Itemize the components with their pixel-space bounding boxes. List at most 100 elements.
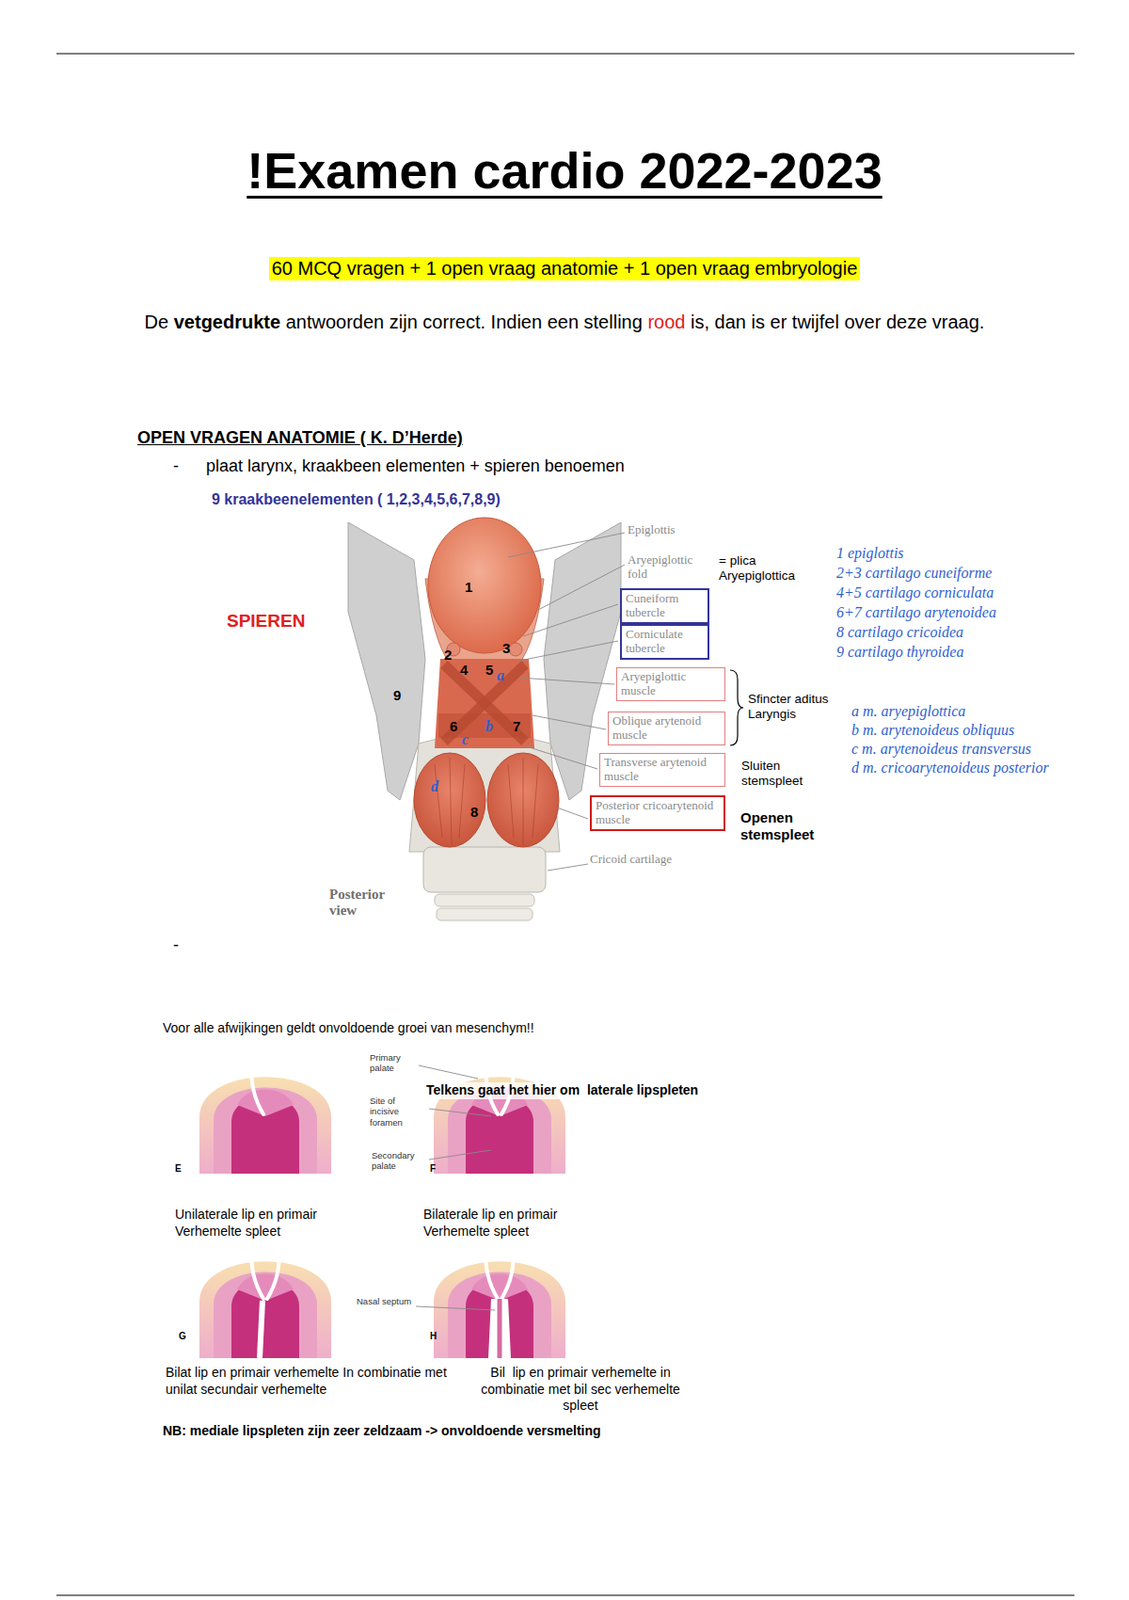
leader-line bbox=[523, 745, 598, 769]
illustration-part bbox=[259, 1300, 263, 1358]
leader-line bbox=[429, 1108, 492, 1116]
leader-line bbox=[532, 715, 606, 730]
callout-number: 3 bbox=[502, 639, 510, 658]
box-text: Aryepiglottic muscle bbox=[620, 669, 721, 699]
part-label: Aryepiglottic fold bbox=[627, 553, 705, 582]
illustration-part bbox=[488, 1298, 511, 1358]
bracket-note: Sluiten stemspleet bbox=[741, 758, 815, 789]
handwritten-note: 6+7 cartilago arytenoidea bbox=[836, 603, 997, 622]
box-text: Cuneiform tubercle bbox=[625, 591, 704, 621]
bullet: - bbox=[173, 455, 179, 478]
illustration-part bbox=[501, 1251, 514, 1299]
leader-line bbox=[538, 564, 625, 610]
handwritten-note: 8 cartilago cricoidea bbox=[836, 622, 964, 642]
section-heading: OPEN VRAGEN ANATOMIE ( K. D’Herde) bbox=[137, 427, 463, 449]
larynx-illustration bbox=[348, 517, 744, 921]
posterior-cricoarytenoid bbox=[487, 752, 559, 847]
leader-line bbox=[519, 640, 619, 661]
handwritten-note: b m. arytenoideus obliquus bbox=[851, 720, 1015, 740]
callout-letter: d bbox=[430, 777, 439, 796]
label-box: Transverse arytenoid muscle bbox=[599, 752, 726, 787]
paragraph-text: De bbox=[144, 311, 170, 333]
label-box: Cuneiform tubercle bbox=[620, 588, 710, 624]
callout-number: 7 bbox=[512, 717, 521, 736]
part-label: Secondary palate bbox=[371, 1149, 429, 1172]
label-box: Posterior cricoarytenoid muscle bbox=[589, 795, 726, 831]
highlight-band: 60 MCQ vragen + 1 open vraag anatomie + … bbox=[269, 256, 861, 281]
bracket-note: Sfincter aditus Laryngis bbox=[747, 691, 846, 722]
panel-caption: Bil lip en primair verhemelte in combina… bbox=[472, 1364, 689, 1415]
tubercle bbox=[508, 642, 523, 656]
box-text: Posterior cricoarytenoid muscle bbox=[595, 798, 720, 827]
arytenoid-muscles bbox=[434, 658, 535, 748]
bracket bbox=[730, 669, 744, 746]
leader-line bbox=[556, 807, 589, 819]
part-label: Primary palate bbox=[369, 1051, 427, 1074]
note-heading: SPIEREN bbox=[226, 609, 305, 633]
panel-caption: Bilat lip en primair verhemelte In combi… bbox=[165, 1364, 465, 1398]
part-label: Epiglottis bbox=[627, 523, 676, 538]
illustration-part bbox=[252, 1251, 265, 1299]
panel-letter: G bbox=[178, 1330, 187, 1343]
callout-letter: c bbox=[461, 730, 469, 749]
callout-number: 5 bbox=[485, 661, 493, 680]
cricoid-lamina bbox=[409, 733, 560, 852]
panel-letter: F bbox=[429, 1162, 436, 1176]
illustration-part bbox=[267, 1251, 280, 1299]
box-text: Transverse arytenoid muscle bbox=[604, 755, 721, 784]
callout-number: 9 bbox=[393, 686, 401, 705]
panel-letter: H bbox=[429, 1330, 437, 1343]
callout-number: 2 bbox=[444, 646, 452, 665]
part-label: Nasal septum bbox=[356, 1295, 414, 1306]
page-title-row: !Examen cardio 2022-2023 bbox=[0, 139, 1129, 204]
illustration-part bbox=[433, 1260, 566, 1358]
figure-note: Voor alle afwijkingen geldt onvoldoende … bbox=[162, 1019, 535, 1037]
oblique-arytenoid bbox=[444, 664, 525, 742]
paragraph-text: rood bbox=[647, 311, 685, 333]
box-text: Oblique arytenoid muscle bbox=[612, 714, 721, 743]
tracheal-ring bbox=[436, 907, 533, 921]
palate-g bbox=[199, 1251, 332, 1358]
leader-line bbox=[523, 604, 619, 637]
tracheal-ring bbox=[434, 893, 535, 907]
leader-line bbox=[415, 1305, 495, 1310]
leader-line bbox=[418, 1065, 478, 1079]
paragraph-text: antwoorden zijn correct. Indien een stel… bbox=[286, 311, 643, 333]
epiglottis bbox=[428, 517, 541, 653]
callout-number: 1 bbox=[464, 578, 473, 597]
panel-letter: E bbox=[174, 1162, 182, 1176]
callout-letter: b bbox=[485, 716, 493, 736]
box-text: Corniculate tubercle bbox=[625, 627, 704, 656]
bullet-text: plaat larynx, kraakbeen elementen + spie… bbox=[206, 455, 625, 478]
paragraph-text: vetgedrukte bbox=[174, 311, 281, 333]
muscle-fibres bbox=[434, 757, 465, 845]
muscle-fibres bbox=[508, 757, 539, 845]
panel-caption: Bilaterale lip en primair Verhemelte spl… bbox=[423, 1206, 612, 1240]
note-text: = plica Aryepiglottica bbox=[718, 553, 825, 584]
figure-note: NB: mediale lipspleten zijn zeer zeldzaa… bbox=[162, 1422, 602, 1440]
part-label: Site of incisive foramen bbox=[369, 1095, 427, 1128]
handwritten-note: 9 cartilago thyroidea bbox=[836, 642, 964, 662]
leader-line bbox=[429, 1149, 492, 1160]
illustration-part bbox=[199, 1076, 332, 1174]
bottom-rule bbox=[56, 1593, 1075, 1595]
note-heading: 9 kraakbeenelementen ( 1,2,3,4,5,6,7,8,9… bbox=[211, 490, 501, 509]
part-label: Cricoid cartilage bbox=[589, 852, 672, 867]
handwritten-note: d m. cricoarytenoideus posterior bbox=[851, 758, 1050, 778]
leader-line bbox=[508, 532, 625, 557]
illustration-part bbox=[199, 1260, 332, 1358]
label-box: Corniculate tubercle bbox=[620, 623, 710, 660]
handwritten-note: a m. aryepiglottica bbox=[851, 701, 966, 721]
palate-h bbox=[433, 1251, 566, 1358]
box-text: 60 MCQ vragen + 1 open vraag anatomie + … bbox=[271, 257, 859, 280]
intro-paragraph: Devetgedrukteantwoorden zijn correct. In… bbox=[141, 306, 988, 337]
label-box: Aryepiglottic muscle bbox=[616, 667, 726, 701]
handwritten-note: c m. arytenoideus transversus bbox=[851, 739, 1032, 759]
paragraph-text: is, dan is er twijfel over deze vraag. bbox=[690, 311, 985, 333]
leader-lines bbox=[415, 532, 625, 1310]
callout-number: 8 bbox=[470, 803, 478, 822]
cricoid-ring bbox=[423, 846, 546, 892]
bracket-note: Openen stemspleet bbox=[740, 809, 833, 843]
handwritten-note: 1 epiglottis bbox=[836, 543, 905, 563]
